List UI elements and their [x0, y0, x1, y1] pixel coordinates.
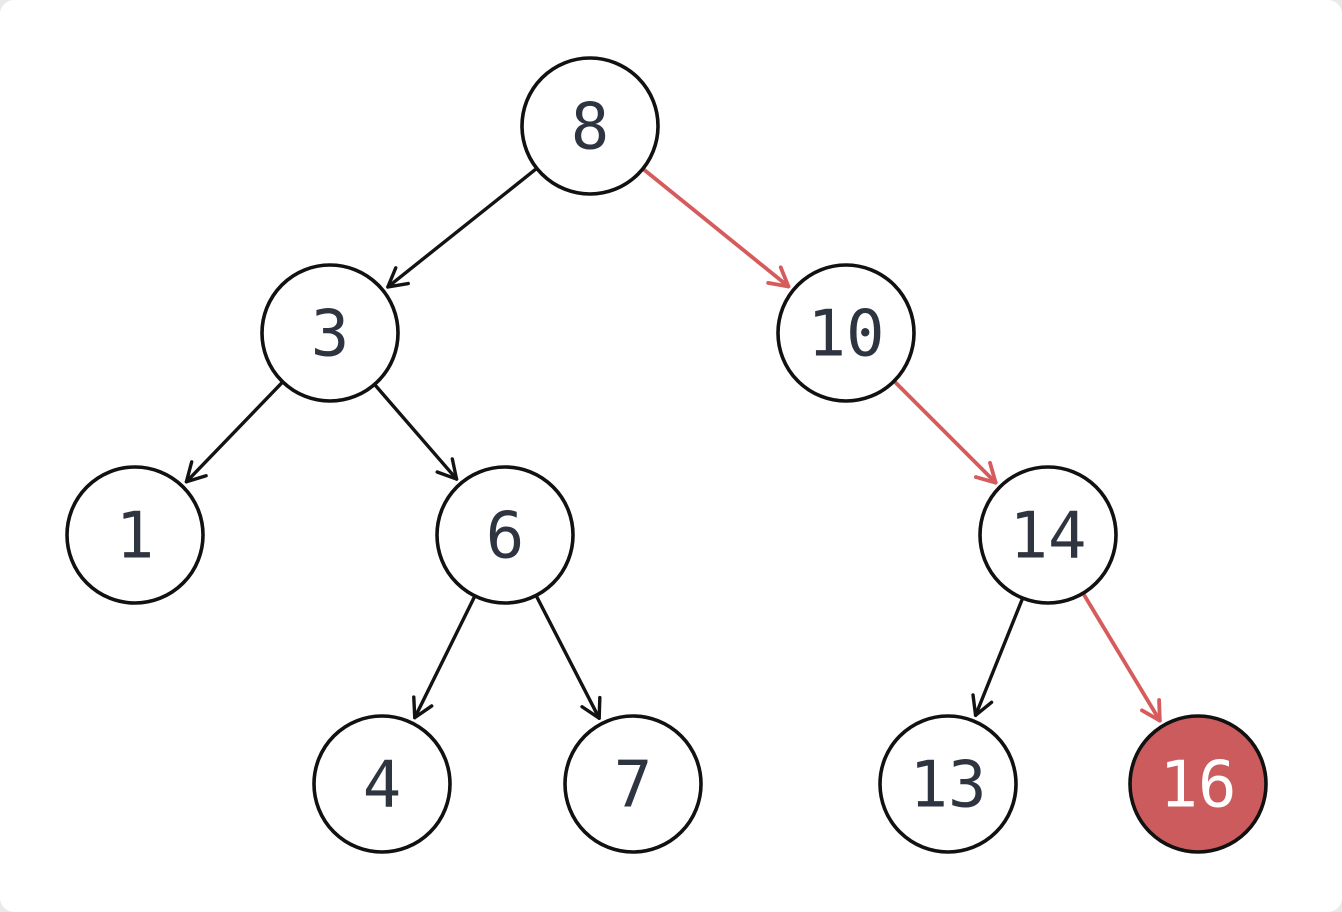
tree-node-8: 8: [520, 56, 660, 196]
tree-edge-6-4: [412, 596, 476, 720]
tree-node-label: 14: [1009, 499, 1086, 573]
tree-node-label: 6: [486, 499, 525, 573]
tree-node-circle: [260, 263, 400, 403]
tree-node-label: 8: [571, 90, 610, 164]
tree-node-circle: [65, 465, 205, 605]
tree-node-circle: [520, 56, 660, 196]
tree-node-circle: [435, 465, 575, 605]
tree-node-circle: [776, 263, 916, 403]
tree-node-7: 7: [563, 714, 703, 854]
tree-node-1: 1: [65, 465, 205, 605]
tree-node-14: 14: [978, 465, 1118, 605]
tree-edge-8-10-highlighted: [642, 168, 791, 289]
tree-node-label: 7: [614, 748, 653, 822]
tree-node-label: 16: [1159, 748, 1236, 822]
tree-node-10: 10: [776, 263, 916, 403]
tree-node-label: 3: [311, 297, 350, 371]
tree-node-6: 6: [435, 465, 575, 605]
tree-node-13: 13: [878, 714, 1018, 854]
tree-node-circle: [878, 714, 1018, 854]
tree-node-label: 1: [116, 499, 155, 573]
tree-node-circle: [978, 465, 1118, 605]
tree-node-label: 4: [363, 748, 402, 822]
tree-edge-14-16-highlighted: [1082, 593, 1162, 723]
tree-node-16-highlighted: 16: [1128, 714, 1268, 854]
tree-node-3: 3: [260, 263, 400, 403]
tree-node-4: 4: [312, 714, 452, 854]
tree-edge-3-6: [374, 384, 459, 481]
tree-edge-3-1: [184, 381, 284, 484]
tree-edge-6-7: [535, 595, 602, 720]
tree-edge-8-3: [386, 167, 537, 289]
tree-node-circle: [563, 714, 703, 854]
tree-node-circle: [312, 714, 452, 854]
tree-node-label: 13: [909, 748, 986, 822]
tree-node-label: 10: [807, 297, 884, 371]
tree-edge-10-14-highlighted: [893, 380, 998, 485]
tree-node-circle: [1128, 714, 1268, 854]
tree-edge-14-13: [971, 598, 1024, 718]
